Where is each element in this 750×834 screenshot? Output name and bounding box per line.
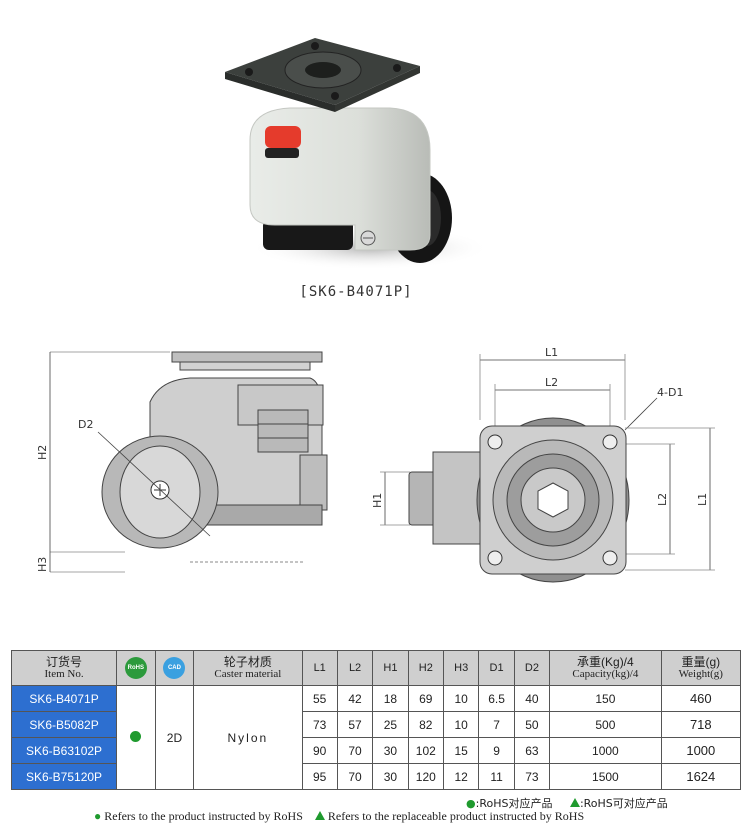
- h1-cell: 18: [372, 685, 409, 712]
- h2-cell: 82: [407, 711, 445, 738]
- rohs-cell: [116, 685, 156, 790]
- l1-right-label: L1: [696, 493, 709, 506]
- header-h3: H3: [442, 650, 480, 686]
- header-cad: CAD: [154, 650, 195, 686]
- d2-label: D2: [78, 418, 93, 431]
- header-weight: 重量(g)Weight(g): [660, 650, 742, 686]
- d2-cell: 73: [513, 763, 551, 790]
- legend-replaceable-en: Refers to the replaceable product instru…: [327, 809, 585, 823]
- capacity-cell: 1500: [549, 763, 662, 790]
- item-number: SK6-B4071P: [10, 685, 118, 712]
- d1-cell: 7: [478, 711, 515, 738]
- d1-cell: 6.5: [478, 685, 515, 712]
- weight-cell: 1000: [660, 737, 742, 764]
- h3-cell: 10: [442, 711, 480, 738]
- legend-cn: ●:RoHS对应产品 :RoHS可对应产品: [466, 795, 668, 811]
- h3-cell: 12: [442, 763, 480, 790]
- header-h2: H2: [407, 650, 445, 686]
- header-d1: D1: [478, 650, 515, 686]
- d1-cell: 9: [478, 737, 515, 764]
- header-rohs: RoHS: [116, 650, 156, 686]
- capacity-cell: 1000: [549, 737, 662, 764]
- h3-cell: 15: [442, 737, 480, 764]
- capacity-cell: 500: [549, 711, 662, 738]
- l1-cell: 73: [301, 711, 338, 738]
- header-l1: L1: [301, 650, 338, 686]
- replaceable-triangle-icon: [569, 798, 580, 807]
- d2-cell: 63: [513, 737, 551, 764]
- item-number: SK6-B75120P: [10, 763, 118, 790]
- h2-cell: 120: [407, 763, 445, 790]
- l2-cell: 57: [336, 711, 374, 738]
- rohs-icon: RoHS: [124, 657, 147, 679]
- table-row: SK6-B4071P 2D Nylon 55 42 18 69 10 6.5 4…: [10, 685, 742, 790]
- weight-cell: 460: [660, 685, 742, 712]
- table-row: SK6-B5082P 73 57 25 82 10 7 50 500 718: [10, 711, 742, 738]
- h2-label: H2: [36, 445, 49, 460]
- d1-label: 4-D1: [657, 386, 683, 399]
- legend-en: ● Refers to the product instructed by Ro…: [94, 809, 584, 824]
- replaceable-triangle-icon: [314, 811, 325, 820]
- rohs-dot-icon: [130, 730, 142, 742]
- weight-cell: 718: [660, 711, 742, 738]
- weight-cell: 1624: [660, 763, 742, 790]
- header-d2: D2: [513, 650, 551, 686]
- h3-label: H3: [36, 557, 49, 572]
- header-l2: L2: [336, 650, 374, 686]
- table-row: SK6-B75120P 95 70 30 120 12 11 73 1500 1…: [10, 763, 742, 790]
- d1-cell: 11: [478, 763, 515, 790]
- legend-rohs-en: Refers to the product instructed by RoHS: [104, 809, 303, 823]
- h2-cell: 69: [407, 685, 445, 712]
- rohs-dot-icon: ●: [94, 809, 102, 823]
- d2-cell: 50: [513, 711, 551, 738]
- h1-cell: 30: [372, 737, 409, 764]
- header-h1: H1: [372, 650, 409, 686]
- h1-cell: 25: [372, 711, 409, 738]
- l2-cell: 70: [336, 737, 374, 764]
- h1-cell: 30: [372, 763, 409, 790]
- h2-cell: 102: [407, 737, 445, 764]
- rohs-dot-icon: ●: [466, 797, 476, 810]
- capacity-cell: 150: [549, 685, 662, 712]
- product-caption: [SK6-B4071P]: [299, 284, 413, 300]
- l2-right-label: L2: [656, 493, 669, 506]
- l1-cell: 90: [301, 737, 338, 764]
- legend-rohs-cn: :RoHS对应产品: [475, 797, 553, 810]
- side-view-drawing: H2 H3 D2: [36, 351, 328, 573]
- l1-top-label: L1: [545, 346, 558, 359]
- l2-top-label: L2: [545, 376, 558, 389]
- d2-cell: 40: [513, 685, 551, 712]
- table-row: SK6-B63102P 90 70 30 102 15 9 63 1000 10…: [10, 737, 742, 764]
- h1-label: H1: [371, 493, 384, 508]
- l1-cell: 55: [301, 685, 338, 712]
- cad-icon: CAD: [163, 657, 186, 679]
- legend-replaceable-cn: :RoHS可对应产品: [579, 797, 668, 810]
- material-cell: Nylon: [193, 685, 303, 790]
- item-number: SK6-B63102P: [10, 737, 118, 764]
- h3-cell: 10: [442, 685, 480, 712]
- l1-cell: 95: [301, 763, 338, 790]
- top-view-drawing: L1 L2 4-D1 L2 L1 H1: [371, 346, 715, 583]
- item-number: SK6-B5082P: [10, 711, 118, 738]
- product-photo: [225, 38, 490, 270]
- l2-cell: 42: [336, 685, 374, 712]
- l2-cell: 70: [336, 763, 374, 790]
- cad-cell: 2D: [154, 685, 195, 790]
